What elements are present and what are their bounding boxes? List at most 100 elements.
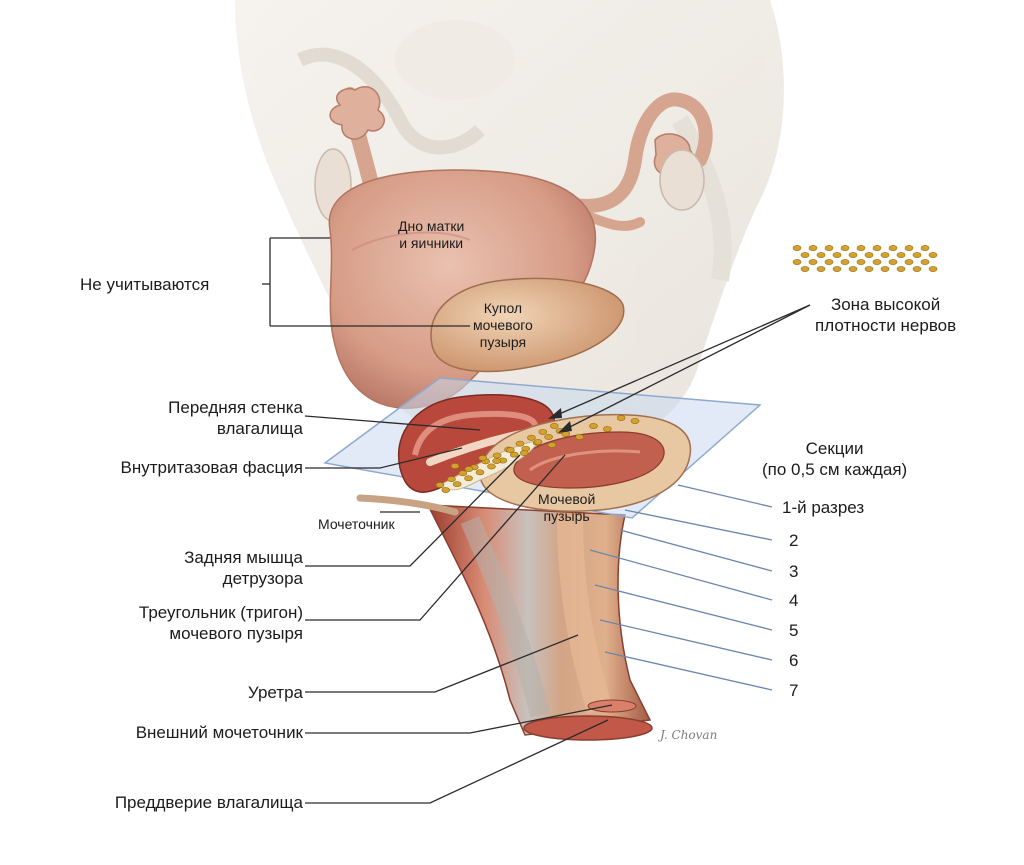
nerve-dot-legend <box>920 259 930 265</box>
artist-signature: J. Chovan <box>660 728 718 742</box>
label-trigone-line1: Треугольник (тригон) <box>138 603 303 622</box>
nerve-dot-section <box>616 415 626 421</box>
nerve-dot-section <box>487 463 496 470</box>
nerve-dot-section <box>464 466 474 472</box>
nerve-dot-legend <box>808 245 818 251</box>
nerve-dot-legend <box>880 266 890 272</box>
nerve-dot-legend <box>912 266 922 272</box>
label-high-nerve-zone-line2: плотности нервов <box>815 316 957 335</box>
label-external-meatus: Внешний мочеточник <box>135 723 303 742</box>
nerve-dot-legend <box>840 245 850 251</box>
nerve-dot-legend <box>856 245 866 251</box>
nerve-dot-legend <box>904 245 914 251</box>
nerve-dot-section <box>458 470 468 477</box>
label-anterior-vaginal-wall: Передняя стенка влагалища <box>168 397 303 439</box>
label-trigone: Треугольник (тригон) мочевого пузыря <box>139 602 303 644</box>
sections-title-line2: (по 0,5 см каждая) <box>762 460 908 479</box>
label-vestibule: Преддверие влагалища <box>114 793 303 812</box>
label-urethra: Уретра <box>247 683 303 702</box>
nerve-dot-section <box>509 451 519 458</box>
nerve-dot-section <box>547 442 557 448</box>
label-trigone-line2: мочевого пузыря <box>169 624 303 643</box>
nerve-dot-legend <box>848 266 858 272</box>
nerve-dot-legend <box>896 252 906 258</box>
nerve-dot-legend <box>904 259 914 265</box>
label-posterior-detrusor: Задняя мышца детрузора <box>184 547 303 589</box>
nerve-dot-legend <box>864 252 874 258</box>
nerve-dot-section <box>464 475 473 482</box>
nerve-dot-legend <box>896 266 906 272</box>
label-bladder: Мочевой пузырь <box>538 491 595 525</box>
nerve-dots-section <box>435 415 640 493</box>
section-lines <box>589 484 773 691</box>
label-bladder-dome-line2: мочевого <box>473 317 533 333</box>
sections-title: Секции (по 0,5 см каждая) <box>762 438 907 480</box>
label-uterus-fundus-line1: Дно матки <box>398 218 465 234</box>
nerve-dot-legend <box>816 266 826 272</box>
nerve-dots-legend <box>792 245 938 272</box>
label-high-nerve-zone: Зона высокой плотности нервов <box>815 294 956 336</box>
label-posterior-detrusor-line1: Задняя мышца <box>184 548 303 567</box>
label-anterior-vaginal-wall-line1: Передняя стенка <box>168 398 303 417</box>
nerve-dot-legend <box>832 266 842 272</box>
nerve-dot-legend <box>912 252 922 258</box>
label-posterior-detrusor-line2: детрузора <box>222 569 303 588</box>
section-4-label: 4 <box>789 591 799 610</box>
label-not-counted: Не учитываются <box>80 275 210 294</box>
nerve-dot-legend <box>800 266 810 272</box>
nerve-dot-legend <box>864 266 874 272</box>
label-high-nerve-zone-line1: Зона высокой <box>830 295 941 314</box>
nerve-dot-section <box>544 434 553 440</box>
nerve-dot-legend <box>824 245 834 251</box>
nerve-dot-legend <box>928 252 938 258</box>
nerve-dot-legend <box>832 252 842 258</box>
nerve-dot-section <box>447 476 456 482</box>
section-7-label: 7 <box>789 681 799 700</box>
label-ureter: Мочеточник <box>318 516 395 532</box>
nerve-dot-legend <box>888 259 898 265</box>
nerve-dot-legend <box>888 245 898 251</box>
fallopian-tubes-shape <box>314 86 713 231</box>
nerve-dot-legend <box>872 259 882 265</box>
nerve-dot-section <box>435 482 445 488</box>
nerve-dot-legend <box>880 252 890 258</box>
urethra-column-shape <box>426 504 653 741</box>
nerve-dot-legend <box>872 245 882 251</box>
label-bladder-line1: Мочевой <box>538 491 596 507</box>
section-3-label: 3 <box>789 562 799 581</box>
nerve-dot-legend <box>816 252 826 258</box>
nerve-dot-section <box>478 455 487 461</box>
nerve-dot-section <box>492 452 502 459</box>
nerve-dot-section <box>506 447 515 453</box>
leader-arrowheads <box>548 408 572 433</box>
nerve-dot-section <box>589 423 598 429</box>
nerve-dot-legend <box>856 259 866 265</box>
section-6-label: 6 <box>789 651 799 670</box>
nerve-dot-legend <box>840 259 850 265</box>
nerve-dot-section <box>519 450 529 456</box>
nerve-dot-legend <box>808 259 818 265</box>
nerve-dot-legend <box>824 259 834 265</box>
nerve-dot-legend <box>792 259 802 265</box>
nerve-dot-section <box>515 440 525 447</box>
nerve-dot-legend <box>792 245 802 251</box>
label-bladder-dome: Купол мочевого пузыря <box>473 300 533 351</box>
nerve-dot-section <box>527 434 536 441</box>
section-1-label: 1-й разрез <box>782 498 865 517</box>
nerve-dot-section <box>441 487 451 493</box>
nerve-dot-section <box>549 423 559 429</box>
label-uterus-fundus-line2: и яичники <box>399 235 464 251</box>
nerve-dot-section <box>492 458 501 464</box>
label-uterus-fundus: Дно матки и яичники <box>398 218 464 252</box>
section-2-label: 2 <box>789 531 799 550</box>
nerve-dot-section <box>475 469 485 476</box>
label-bladder-dome-line1: Купол <box>483 300 523 316</box>
bladder-dome-shape <box>430 277 625 373</box>
nerve-dot-legend <box>920 245 930 251</box>
nerve-dot-section <box>450 463 460 469</box>
nerve-dot-section <box>575 434 584 440</box>
nerve-dot-section <box>630 418 640 424</box>
nerve-dot-legend <box>848 252 858 258</box>
